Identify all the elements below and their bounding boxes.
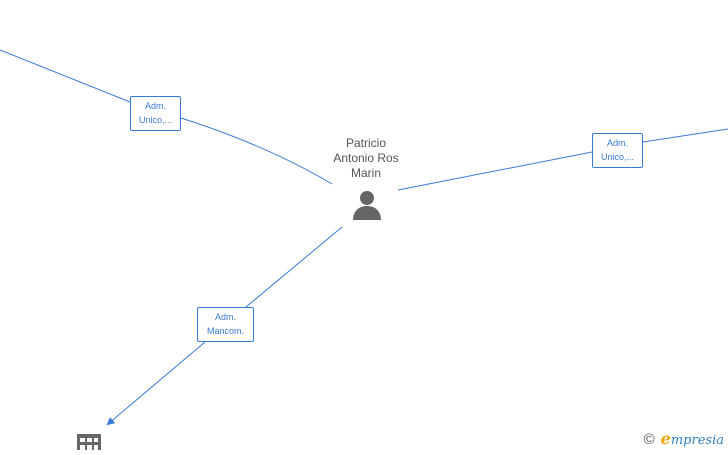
edge-label-1-line-2: Unico,... <box>138 115 172 125</box>
person-icon[interactable] <box>351 190 383 220</box>
edge-label-3-line-2: Mancom. <box>206 326 244 336</box>
copyright-icon: © <box>643 430 655 448</box>
center-node-name-line-1: Patricio <box>345 136 386 150</box>
brand-initial: e <box>660 429 671 448</box>
center-node-name[interactable]: Patricio Antonio Ros Marin <box>318 136 414 181</box>
center-node-name-line-3: Marin <box>350 166 381 180</box>
edge-label-3[interactable]: Adm. Mancom. <box>197 307 254 342</box>
brand-rest: mpresia <box>670 433 724 448</box>
edge-line-3-lower <box>106 341 206 426</box>
building-icon[interactable] <box>77 434 101 450</box>
brand-logo: empresia <box>660 429 724 448</box>
center-node-name-line-2: Antonio Ros <box>333 151 399 165</box>
edge-label-1-line-1: Adm. <box>144 101 166 111</box>
edge-line-3-upper <box>245 226 343 308</box>
watermark: © empresia <box>644 429 724 449</box>
edge-label-2-line-1: Adm. <box>606 138 628 148</box>
edge-label-2[interactable]: Adm. Unico,... <box>592 133 643 168</box>
edge-line-1 <box>0 49 333 185</box>
edge-label-3-line-1: Adm. <box>214 312 236 322</box>
edge-label-1[interactable]: Adm. Unico,... <box>130 96 181 131</box>
edge-line-2 <box>397 128 728 191</box>
edge-label-2-line-2: Unico,... <box>600 152 634 162</box>
